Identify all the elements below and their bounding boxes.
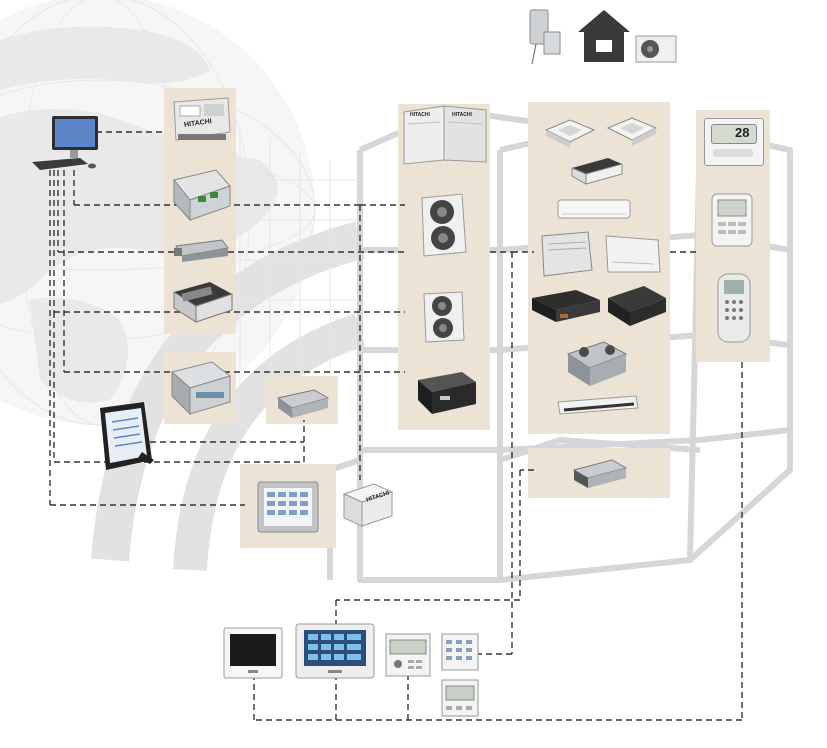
computer-icon [32,116,98,170]
cassette-compact-icon [606,117,658,146]
touch-panel-icon [257,481,319,533]
smart-touch-controller-icon [223,627,283,679]
black-control-box-icon [418,372,476,414]
vrf-outdoor-unit-icon [403,105,487,165]
outdoor-fan-unit-icon [421,193,467,257]
tablet-icon [100,402,154,470]
bacnet-box-icon [173,282,233,323]
heat-recovery-unit-icon [566,341,628,386]
hitachi-gateway-icon [173,97,231,141]
floor-console-icon [541,231,593,277]
thermostat-buttons [713,149,753,157]
thermostat-screen [711,124,757,144]
central-station-icon [295,623,375,679]
floor-ceiling-unit-icon [605,235,661,273]
handheld-remote-icon [717,273,751,343]
vrf-logo-left: HITACHI [410,112,430,118]
thermostat-temp-readout: 28 [735,125,750,140]
central-controller-icon [385,633,431,677]
small-adapter-icon [276,389,330,418]
ducted-slim-unit-icon [608,286,666,326]
dx-interface-kit-icon [572,459,628,488]
outdoor-fan-unit-small-icon [423,291,465,343]
ceiling-suspended-unit-icon [557,395,639,415]
cs-net-controller-icon [170,361,232,416]
wireless-remote-icon [711,193,753,247]
din-module-icon [342,483,394,527]
cassette-4way-icon [544,119,596,148]
vrf-logo-right: HITACHI [452,112,472,118]
lon-adapter-icon [174,239,229,262]
wired-thermostat: 28 [704,118,764,166]
wall-mounted-unit-icon [557,199,631,219]
building-fine-grid-graphic [220,130,360,420]
multi-zone-controller-icon [441,633,479,671]
home-control-icon [529,9,677,65]
cassette-1way-icon [571,158,623,185]
simple-controller-icon [441,679,479,717]
ducted-unit-icon [532,290,600,322]
plc-gateway-icon [173,169,231,222]
